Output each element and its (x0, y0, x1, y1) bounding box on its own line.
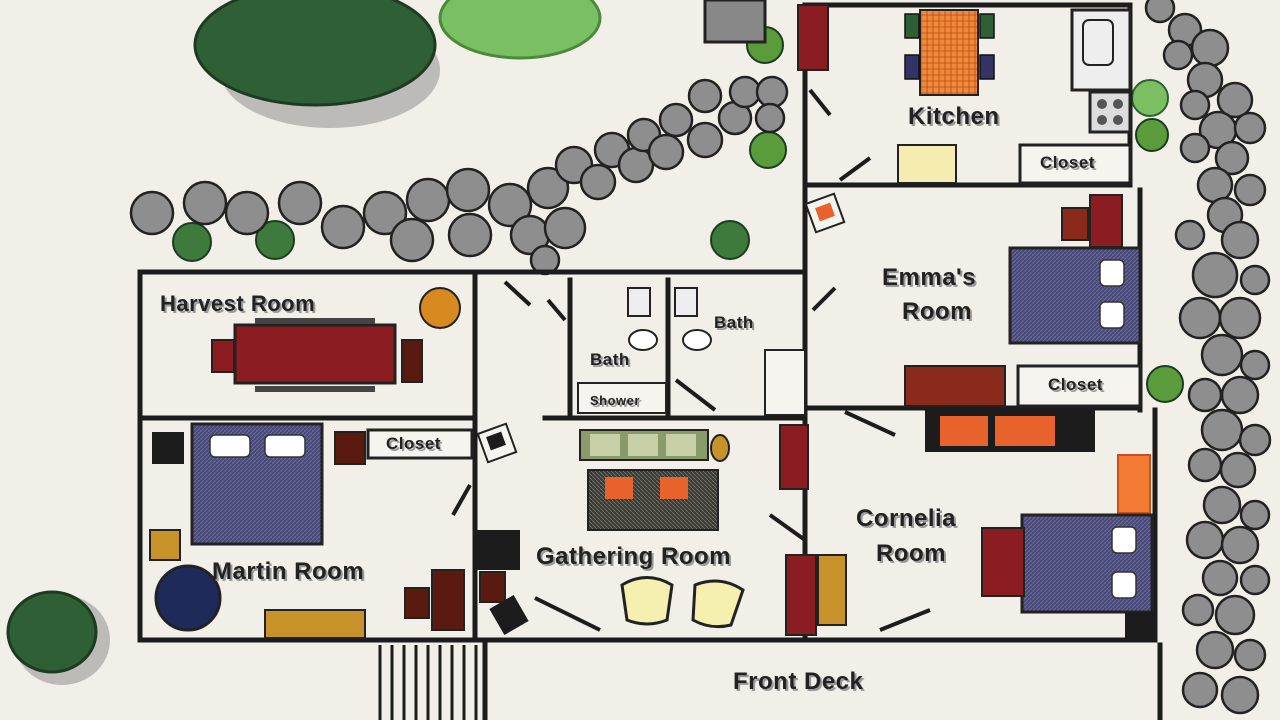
shower-label: Shower (590, 393, 640, 408)
bath-fixtures (577, 287, 806, 416)
stone-wall-right (1144, 0, 1272, 715)
stone-path (129, 75, 789, 276)
harvest-room-furniture (211, 287, 461, 392)
emma-closet-label: Closet (1048, 375, 1103, 394)
harvest-room-label: Harvest Room (160, 291, 316, 316)
kitchen-label: Kitchen (908, 103, 1000, 130)
martin-room-label: Martin Room (212, 558, 365, 585)
cornelia-room-label-line1: Cornelia (856, 505, 957, 532)
martin-room-furniture (149, 422, 474, 639)
bath-lower-label: Bath (590, 350, 630, 369)
cornelia-room-label-line2: Room (876, 540, 946, 567)
door-swings (451, 88, 931, 632)
emma-room-furniture (804, 192, 1142, 408)
walls (137, 2, 1163, 720)
gathering-room-label: Gathering Room (536, 543, 732, 570)
kitchen-furniture (703, 0, 1132, 185)
emma-room-label-line1: Emma's (882, 264, 977, 291)
emma-room-label-line2: Room (902, 298, 972, 325)
trees (6, 0, 1184, 685)
martin-closet-label: Closet (386, 434, 441, 453)
gathering-room-furniture (475, 422, 847, 636)
kitchen-closet-label: Closet (1040, 153, 1095, 172)
front-deck-label: Front Deck (733, 668, 864, 695)
cornelia-room-furniture (925, 410, 1155, 640)
deck-stairs (378, 645, 478, 720)
bath-upper-label: Bath (714, 313, 754, 332)
